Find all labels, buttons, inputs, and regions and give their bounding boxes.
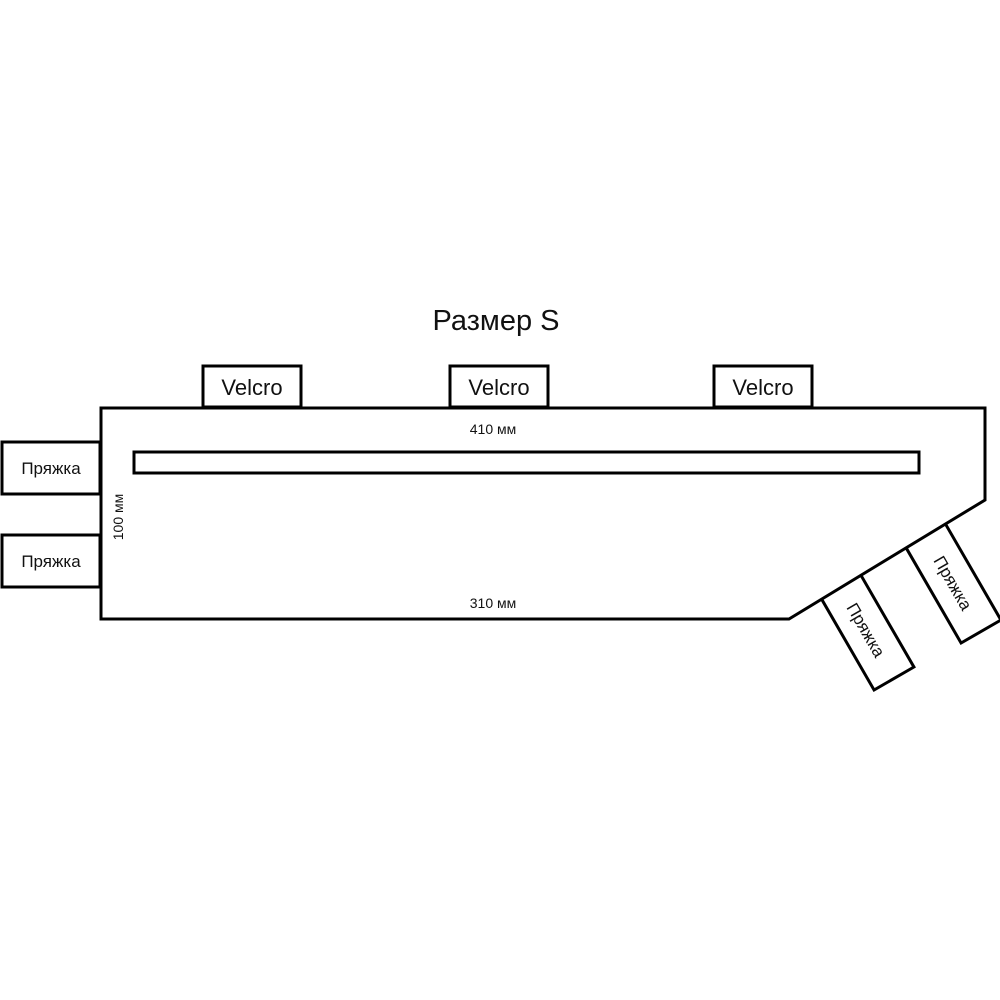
bottom-length-label: 310 мм bbox=[470, 595, 517, 611]
velcro-tab-3: Velcro bbox=[712, 364, 814, 409]
velcro-tab-label: Velcro bbox=[468, 375, 529, 400]
velcro-tab-label: Velcro bbox=[732, 375, 793, 400]
buckle-label: Пряжка bbox=[21, 459, 81, 478]
top-length-label: 410 мм bbox=[470, 421, 517, 437]
left-buckle-tab-1: Пряжка bbox=[0, 440, 102, 496]
angled-buckle-tab-1: Пряжка bbox=[816, 567, 916, 693]
velcro-tab-1: Velcro bbox=[201, 364, 303, 409]
velcro-tab-label: Velcro bbox=[221, 375, 282, 400]
inner-slot bbox=[132, 450, 921, 475]
left-buckle-tab-2: Пряжка bbox=[0, 533, 102, 589]
diagram-title: Размер S bbox=[432, 305, 559, 337]
height-label: 100 мм bbox=[110, 494, 126, 541]
buckle-label: Пряжка bbox=[21, 552, 81, 571]
velcro-tab-2: Velcro bbox=[448, 364, 550, 409]
